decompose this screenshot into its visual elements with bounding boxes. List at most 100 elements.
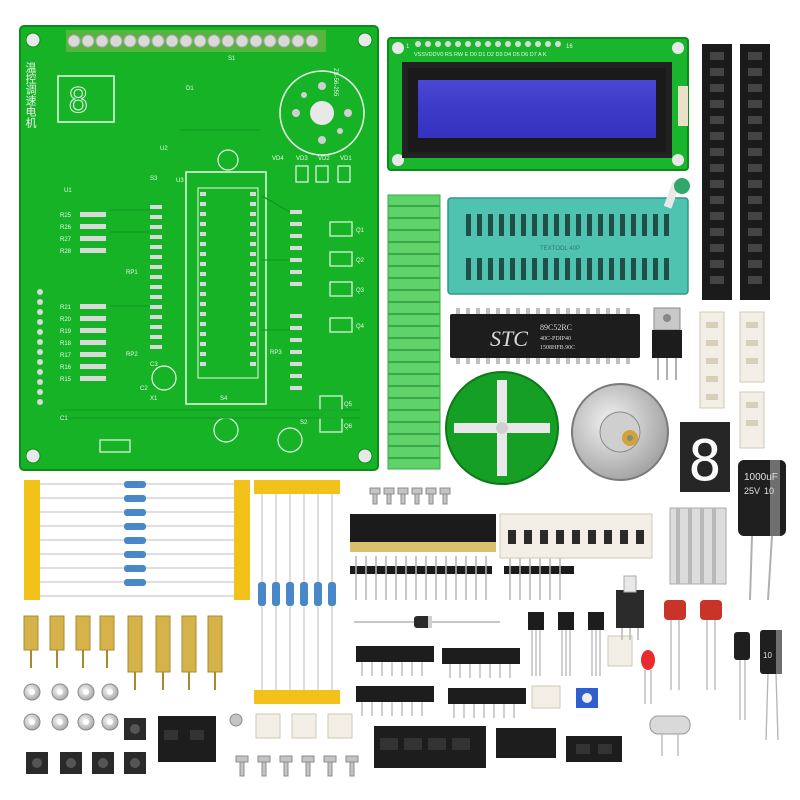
pcb-seven-segment-footprint: 8: [57, 75, 115, 123]
hex-nuts: [23, 683, 119, 731]
svg-text:R27: R27: [60, 237, 72, 243]
svg-text:U3: U3: [176, 178, 184, 184]
pcb-resistor-labels: R25 R26 R27 R28 R21 R20 R19 R18 R17 R16 …: [60, 213, 72, 383]
svg-text:R21: R21: [60, 305, 72, 311]
mcu-brand: STC: [490, 326, 528, 351]
dc-motor: [571, 383, 669, 481]
voltage-regulator: [652, 307, 682, 380]
svg-text:VD3: VD3: [296, 156, 308, 162]
svg-text:VD1: VD1: [340, 156, 352, 162]
pcb-pad-column-right: [290, 210, 302, 390]
pcb-motor-footprint: [279, 70, 365, 156]
pcb-misc-footprints: [99, 149, 351, 453]
zif-socket: TEXTOOL 40P: [447, 178, 690, 295]
crystal-oscillator: [649, 715, 691, 756]
svg-text:VD4: VD4: [272, 156, 284, 162]
screws-row-top: [369, 487, 451, 505]
svg-text:S3: S3: [150, 176, 158, 182]
svg-text:S4: S4: [220, 396, 228, 402]
ceramic-capacitors: [664, 600, 722, 690]
pcb-transistor-footprints: [319, 221, 353, 433]
svg-text:8: 8: [68, 81, 88, 121]
pcb-mcu-pads-left: [200, 192, 206, 366]
svg-text:Q2: Q2: [356, 258, 365, 264]
svg-text:S2: S2: [300, 420, 308, 426]
lcd-pin-first: 1: [406, 44, 410, 50]
lcd-pin-labels: VSSVDDV0 RS RW E D0 D1 D2 D3 D4 D5 D6 D7…: [414, 52, 547, 58]
svg-text:R28: R28: [60, 249, 72, 255]
pcb-board: ZS-56-255 温控调速电机 8 R25 R2: [19, 25, 379, 471]
capacitor-large-voltage: 25V: [744, 486, 760, 496]
svg-text:R26: R26: [60, 225, 72, 231]
svg-text:Q6: Q6: [344, 424, 353, 430]
ic-socket-inner: [164, 730, 612, 754]
pcb-misc-labels: U1 U2 U3 RP1 RP2 RP3 Q1 Q2 Q3 Q4 Q5 Q6 V…: [60, 56, 365, 430]
svg-text:VD2: VD2: [318, 156, 330, 162]
svg-text:R15: R15: [60, 377, 72, 383]
female-header-strips: [702, 44, 770, 300]
svg-text:Q1: Q1: [356, 228, 365, 234]
zif-socket-holes-top: [466, 214, 669, 236]
pcb-code-label: ZS-56-255: [332, 68, 338, 97]
tactile-switch-caps: [32, 724, 140, 768]
pcb-mcu-footprint: [185, 171, 267, 405]
svg-text:C2: C2: [140, 386, 148, 392]
brass-standoff-threads: [30, 650, 216, 690]
svg-text:D1: D1: [186, 86, 194, 92]
svg-text:C1: C1: [60, 416, 68, 422]
zif-socket-holes-bottom: [466, 258, 669, 280]
male-pin-header: [350, 514, 574, 600]
capacitor-large-extra: 10: [764, 486, 774, 496]
svg-text:R18: R18: [60, 341, 72, 347]
svg-text:Q3: Q3: [356, 288, 365, 294]
svg-text:R19: R19: [60, 329, 72, 335]
mcu-model-line3: 1508HFB.90C: [540, 345, 575, 351]
capacitor-small-value: 10: [763, 651, 772, 660]
svg-text:RP1: RP1: [126, 270, 138, 276]
lcd-pin-last: 16: [566, 44, 573, 50]
resistor-strip-left: [24, 480, 250, 600]
resistor-strip-right: [254, 480, 340, 704]
resistor-network-pins: [361, 662, 515, 718]
heatsink: [669, 507, 727, 585]
svg-text:R16: R16: [60, 365, 72, 371]
svg-text:R25: R25: [60, 213, 72, 219]
pcb-mcu-pads-right: [250, 192, 256, 366]
hex-nut-holes: [29, 689, 113, 725]
svg-text:RP2: RP2: [126, 352, 138, 358]
svg-text:C3: C3: [150, 362, 158, 368]
trimmer-potentiometer: [576, 688, 598, 708]
lcd-module: VSSVDDV0 RS RW E D0 D1 D2 D3 D4 D5 D6 D7…: [387, 37, 689, 171]
svg-text:Q4: Q4: [356, 324, 365, 330]
diode: [354, 616, 500, 628]
white-2pin-connectors: [255, 635, 633, 739]
capacitor-large-value: 1000uF: [744, 472, 778, 483]
svg-text:U2: U2: [160, 146, 168, 152]
white-connector-strip: [499, 513, 653, 559]
mcu-model-line2: 40C-PDIP40: [540, 336, 571, 342]
mcu-chip: STC 89C52RC 40C-PDIP40 1508HFB.90C: [450, 308, 640, 364]
zif-socket-label: TEXTOOL 40P: [540, 246, 580, 252]
screws-row-bottom: [229, 713, 359, 777]
svg-text:R17: R17: [60, 353, 72, 359]
terminal-block-strip: [387, 194, 441, 470]
svg-text:X1: X1: [150, 396, 158, 402]
pcb-traces: [60, 129, 360, 419]
pcb-title-vertical: 温控调速电机: [24, 62, 37, 128]
fan-disk: [445, 371, 559, 485]
capacitor-large: 1000uF 25V 10: [738, 460, 786, 601]
svg-text:S1: S1: [228, 56, 236, 62]
transistors-to92: [528, 612, 604, 676]
small-electrolytic-capacitors: 10: [734, 630, 782, 741]
self-locking-switch: [616, 575, 644, 640]
pcb-top-header-pads: [66, 30, 326, 52]
pcb-resistor-footprints-lower: [80, 304, 106, 381]
lcd-header-pads: [415, 41, 561, 47]
mcu-model-line1: 89C52RC: [540, 323, 572, 332]
pcb-pad-column-left: [150, 205, 162, 349]
red-led: [641, 650, 655, 704]
svg-text:U1: U1: [64, 188, 72, 194]
white-connector-notches: [706, 322, 758, 426]
pcb-resistor-footprints-upper: [80, 212, 106, 253]
pcb-left-header-pads: [37, 289, 43, 405]
